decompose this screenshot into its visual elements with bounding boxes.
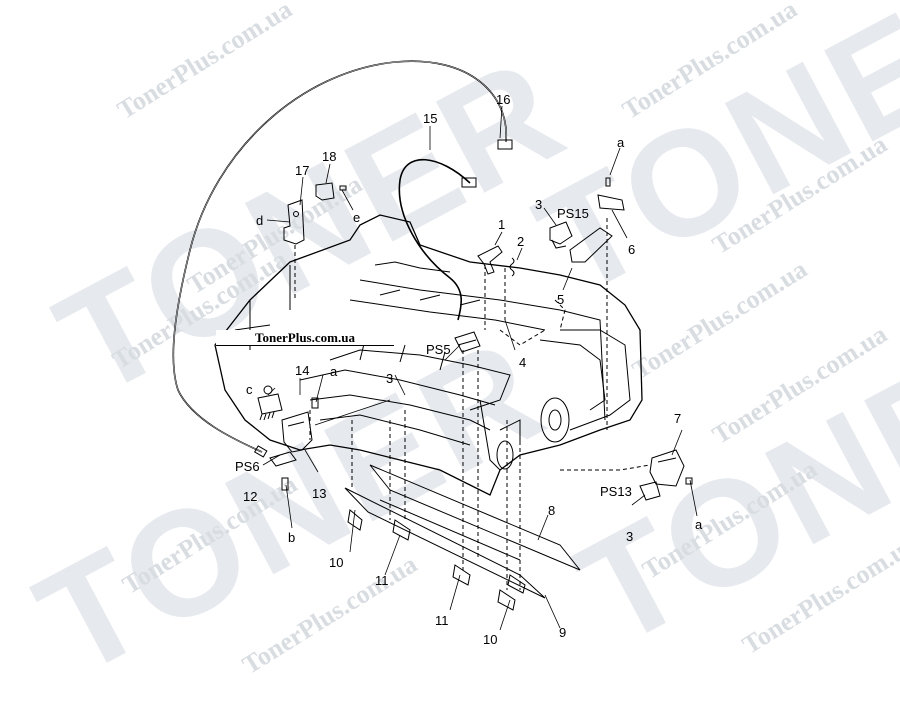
main-frame [214, 214, 643, 496]
exploded-parts-diagram: TONER TONER TONER TONER TonerPlus.com.ua… [12, 0, 900, 708]
sensor-ps15 [549, 221, 573, 245]
callout-13: 13 [312, 486, 327, 501]
callout-a-mid: a [330, 364, 338, 379]
callout-18: 18 [322, 149, 337, 164]
callout-9: 9 [559, 625, 567, 640]
callout-3-right: 3 [626, 529, 634, 544]
callout-6: 6 [628, 242, 636, 257]
callout-17: 17 [295, 163, 310, 178]
callout-d: d [256, 213, 264, 228]
callout-a-right: a [695, 517, 703, 532]
callout-14: 14 [295, 363, 310, 378]
sheet-8 [369, 464, 581, 571]
label-ps15: PS15 [557, 206, 589, 221]
callout-12: 12 [243, 489, 258, 504]
callout-3-mid: 3 [386, 371, 394, 386]
bracket-13 [281, 411, 313, 453]
bracket-5 [569, 227, 613, 263]
harness-16 [172, 60, 507, 453]
callout-1: 1 [498, 217, 506, 232]
callout-15: 15 [423, 111, 438, 126]
label-ps5: PS5 [426, 342, 451, 357]
callout-b: b [288, 530, 296, 545]
callout-4: 4 [519, 355, 527, 370]
callout-10-left: 10 [329, 555, 344, 570]
site-banner: TonerPlus.com.ua [216, 330, 394, 346]
callout-5: 5 [557, 292, 565, 307]
sheet-9 [344, 487, 546, 599]
connector-16 [497, 139, 513, 150]
callout-11-left: 11 [375, 573, 389, 588]
harness-15 [398, 158, 471, 321]
callout-10-right: 10 [483, 632, 498, 647]
label-ps6: PS6 [235, 459, 260, 474]
sensor-ps6 [269, 451, 297, 467]
sensor-ps13 [639, 481, 661, 501]
label-ps13: PS13 [600, 484, 632, 499]
bracket-6 [597, 194, 625, 211]
callout-7: 7 [674, 411, 682, 426]
part-14 [257, 393, 283, 415]
callout-2: 2 [517, 234, 525, 249]
callout-e: e [353, 210, 361, 225]
callout-16: 16 [496, 92, 511, 107]
sensor-ps5 [454, 331, 481, 353]
callout-3-top: 3 [535, 197, 543, 212]
callout-11-right: 11 [435, 613, 449, 628]
callout-8: 8 [548, 503, 556, 518]
bracket-17 [283, 199, 305, 245]
part-7 [649, 449, 685, 487]
connector-15 [461, 177, 477, 188]
spring-2 [509, 257, 515, 277]
callout-c: c [246, 382, 253, 397]
part-18 [315, 182, 335, 201]
callout-a-top: a [617, 135, 625, 150]
part-1 [477, 245, 503, 275]
line-art [172, 60, 698, 631]
